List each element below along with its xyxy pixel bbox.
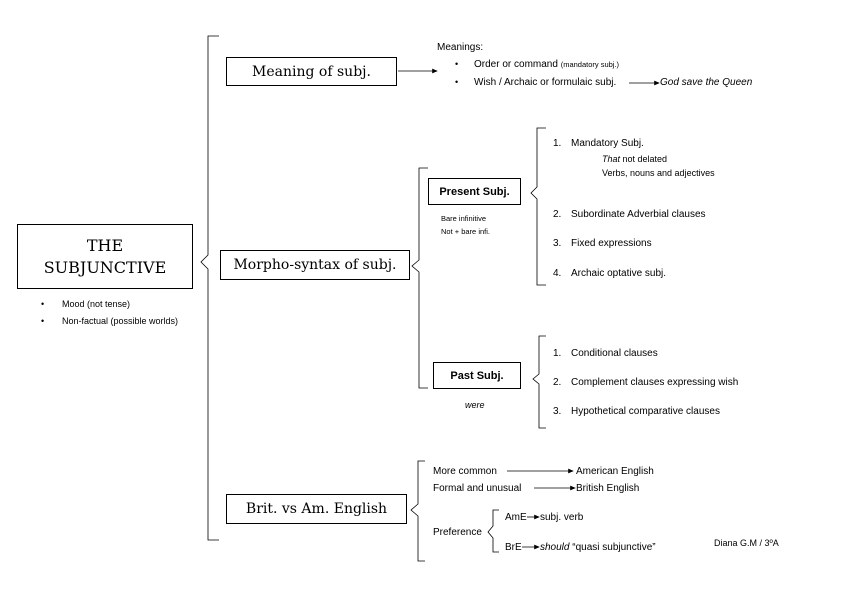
ame-label: AmE [505, 512, 527, 523]
morpho-box-label: Morpho-syntax of subj. [233, 257, 397, 273]
present-item-2-label: Subordinate Adverbial clauses [571, 209, 706, 220]
present-item-4-num: 4. [553, 268, 562, 279]
morpho-brace [411, 167, 428, 389]
past-item-3-label: Hypothetical comparative clauses [571, 406, 720, 417]
british-english-label: British English [576, 483, 640, 494]
present-brace [530, 127, 546, 286]
formal-unusual-label: Formal and unusual [433, 483, 522, 494]
present-item-3-label: Fixed expressions [571, 238, 652, 249]
root-title-line2: SUBJUNCTIVE [43, 257, 167, 277]
past-item-1-num: 1. [553, 348, 562, 359]
meaning-example: God save the Queen [660, 77, 753, 88]
past-item-1-label: Conditional clauses [571, 348, 658, 359]
brit-brace [410, 460, 425, 562]
bullet-icon: • [41, 316, 45, 326]
meaning-item-1-text: Order or command [474, 59, 558, 70]
present-item-4-label: Archaic optative subj. [571, 268, 667, 279]
that-italic: That [602, 154, 621, 164]
bullet-icon: • [455, 77, 459, 87]
present-note-1: Bare infinitive [441, 214, 487, 223]
bullet-icon: • [455, 59, 459, 69]
root-title-line1: THE [86, 235, 124, 255]
meaning-box: Meaning of subj. [226, 57, 397, 86]
past-brace [532, 335, 546, 429]
present-subj-box: Present Subj. [428, 178, 521, 205]
preference-label: Preference [433, 527, 482, 538]
ame-result: subj. verb [540, 512, 584, 523]
that-rest: not delated [620, 154, 668, 164]
present-note-2: Not + bare infi. [441, 227, 490, 236]
american-english-label: American English [576, 466, 654, 477]
bre-rest: “quasi subjunctive” [569, 542, 656, 553]
present-sub-that: That not delated [602, 154, 667, 164]
root-bullet-1: Mood (not tense) [62, 299, 131, 309]
bre-label: BrE [505, 542, 522, 553]
root-box: THE SUBJUNCTIVE [17, 224, 193, 289]
present-item-3-num: 3. [553, 238, 562, 249]
bullet-icon: • [41, 299, 45, 309]
meaning-box-label: Meaning of subj. [252, 63, 371, 80]
present-sub-verbs: Verbs, nouns and adjectives [602, 168, 715, 178]
meaning-item-1-note: (mandatory subj.) [560, 60, 620, 69]
meanings-heading: Meanings: [437, 42, 484, 53]
morpho-box: Morpho-syntax of subj. [220, 250, 410, 280]
bre-should: should [540, 542, 570, 553]
past-item-2-num: 2. [553, 377, 562, 388]
past-note: were [465, 400, 485, 410]
meaning-item-1: Order or command (mandatory subj.) [474, 59, 619, 70]
present-item-1-num: 1. [553, 138, 562, 149]
main-brace [200, 35, 219, 541]
more-common-label: More common [433, 466, 497, 477]
past-subj-box: Past Subj. [433, 362, 521, 389]
past-item-3-num: 3. [553, 406, 562, 417]
root-bullet-2: Non-factual (possible worlds) [62, 316, 179, 326]
present-item-2-num: 2. [553, 209, 562, 220]
preference-brace [487, 509, 499, 553]
brit-am-box: Brit. vs Am. English [226, 494, 407, 524]
past-subj-label: Past Subj. [450, 369, 504, 382]
bre-result: should “quasi subjunctive” [540, 542, 656, 553]
meaning-item-2: Wish / Archaic or formulaic subj. [474, 77, 617, 88]
author-credit: Diana G.M / 3ºA [714, 538, 779, 548]
present-subj-label: Present Subj. [439, 185, 510, 198]
present-item-1-label: Mandatory Subj. [571, 138, 644, 149]
past-item-2-label: Complement clauses expressing wish [571, 377, 739, 388]
brit-am-box-label: Brit. vs Am. English [245, 501, 388, 517]
